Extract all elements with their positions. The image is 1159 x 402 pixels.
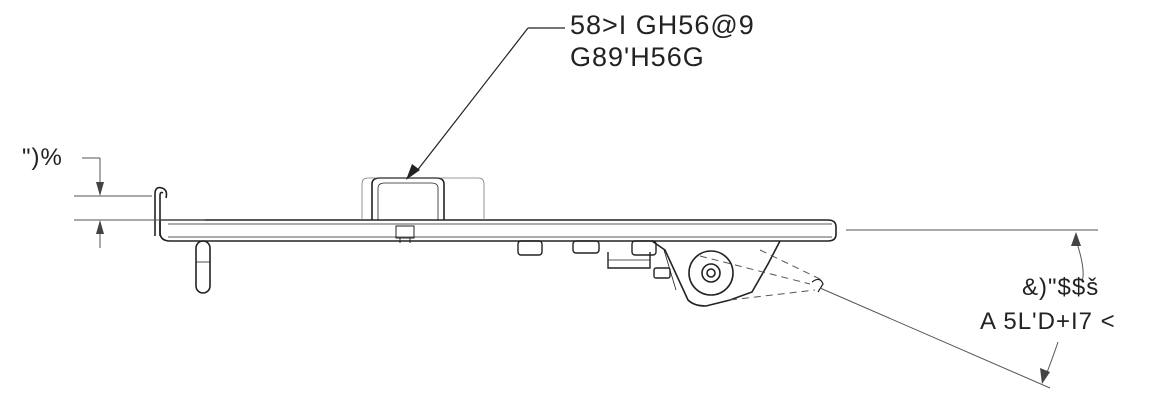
callout-arrowhead	[406, 164, 420, 180]
block-phantom-outline	[361, 177, 485, 220]
swing-tip	[811, 278, 824, 293]
tray-body	[159, 219, 837, 242]
wheel-bracket	[651, 240, 781, 307]
left-hook	[154, 186, 168, 236]
left-dimension-label: ")%	[22, 144, 63, 171]
callout-leader	[415, 27, 565, 173]
center-block	[371, 177, 445, 243]
swing-phantom	[699, 249, 823, 301]
left-pin	[195, 240, 211, 294]
dim-arrow-top	[96, 182, 104, 196]
underside-parts	[517, 240, 671, 279]
left-dimension	[74, 157, 205, 248]
callout-label-line2: G89'H56G	[570, 42, 705, 72]
callout-label-line1: 58>I GH56@9	[570, 10, 755, 40]
dim-arrow-bottom	[96, 220, 104, 234]
angle-dimension-label-line2: A 5L'D+I7 <	[980, 308, 1116, 335]
angle-arrow-bottom	[1040, 368, 1050, 384]
angle-arrow-top	[1071, 232, 1081, 246]
angle-dimension-label-line1: &)"$$š	[1022, 274, 1100, 301]
